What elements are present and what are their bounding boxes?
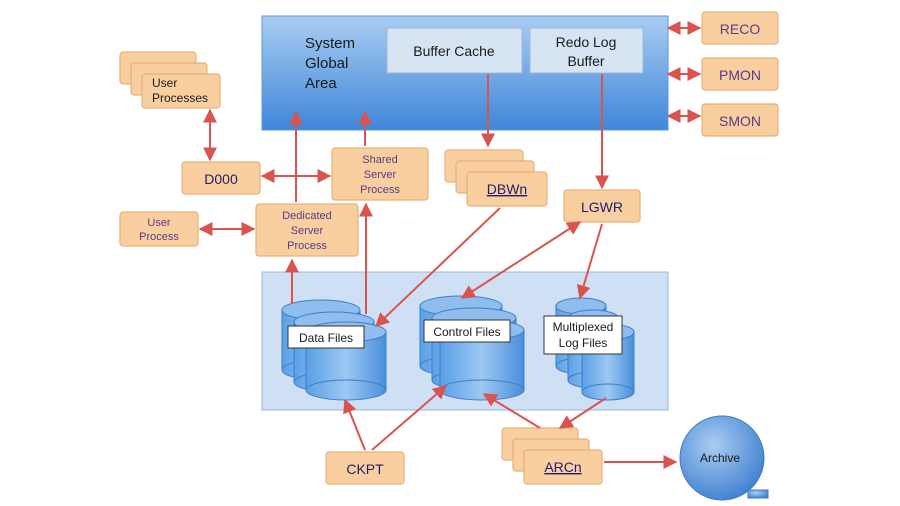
data-files-cylinders: Data Files — [281, 299, 387, 401]
arcn-label: ARCn — [544, 459, 581, 475]
sga-title-line-3: Area — [305, 75, 337, 92]
log-files-line-2: Log Files — [559, 336, 608, 350]
arrow-lgwr-controlfiles — [460, 221, 582, 299]
lgwr-process: LGWR — [563, 189, 641, 223]
control-files-label: Control Files — [433, 325, 500, 339]
log-files-label-box — [543, 315, 623, 355]
lgwr-label: LGWR — [581, 199, 623, 215]
user-process: User Process — [119, 211, 199, 247]
ckpt-label: CKPT — [346, 461, 384, 477]
redo-log-buffer-line-1: Redo Log — [556, 34, 617, 50]
redo-log-buffer-line-2: Buffer — [567, 53, 604, 69]
sga-title-line-1: System — [305, 35, 355, 52]
ckpt-process: CKPT — [325, 451, 405, 485]
arrow-ckpt-controlfiles — [371, 385, 448, 451]
pmon-process: PMON — [701, 57, 779, 91]
log-files-cylinders: Multiplexed Log Files — [543, 297, 635, 401]
control-files-cylinders: Control Files — [419, 295, 525, 401]
archive-label: Archive — [700, 451, 740, 465]
d000-process: D000 — [181, 161, 261, 195]
arrow-ckpt-datafiles — [343, 398, 366, 451]
buffer-cache-box: Buffer Cache — [386, 27, 523, 74]
shared-server-process: Shared Server Process — [331, 147, 429, 201]
shared-server-line-2: Server — [364, 169, 397, 181]
pmon-label: PMON — [719, 67, 761, 83]
smon-process: SMON — [701, 103, 779, 137]
sga-title-line-2: Global — [305, 55, 348, 72]
d000-label: D000 — [204, 171, 238, 187]
reco-label: RECO — [720, 21, 761, 37]
connection-arrows — [198, 21, 702, 469]
buffer-cache-label: Buffer Cache — [413, 43, 495, 59]
dedicated-server-line-3: Process — [287, 240, 327, 252]
dedicated-server-line-1: Dedicated — [282, 210, 332, 222]
smon-label: SMON — [719, 113, 761, 129]
system-global-area: System Global Area Buffer Cache Redo Log… — [261, 15, 669, 131]
data-files-label: Data Files — [299, 331, 353, 345]
dedicated-server-line-2: Server — [291, 225, 324, 237]
arcn-stack: ARCn — [501, 427, 603, 485]
control-files-label-box — [423, 319, 511, 343]
user-process-line-2: Process — [139, 231, 179, 243]
arrow-arcn-controlfiles — [482, 393, 541, 429]
arrow-logfiles-arcn — [558, 397, 607, 429]
user-processes-line-1: User — [152, 76, 177, 90]
user-processes-stack: User Processes — [119, 51, 221, 109]
dedicated-server-process: Dedicated Server Process — [255, 203, 359, 257]
dbwn-label: DBWn — [487, 181, 527, 197]
log-files-line-1: Multiplexed — [553, 320, 614, 334]
arrow-lgwr-logfiles — [576, 223, 603, 300]
archive-storage: Archive — [679, 415, 769, 501]
user-processes-line-2: Processes — [152, 91, 208, 105]
shared-server-line-1: Shared — [362, 154, 397, 166]
shared-server-line-3: Process — [360, 184, 400, 196]
user-process-line-1: User — [147, 217, 171, 229]
reco-process: RECO — [701, 11, 779, 45]
redo-log-buffer-box: Redo Log Buffer — [529, 27, 644, 74]
dbwn-stack: DBWn — [444, 149, 548, 207]
data-files-label-box — [287, 325, 365, 349]
